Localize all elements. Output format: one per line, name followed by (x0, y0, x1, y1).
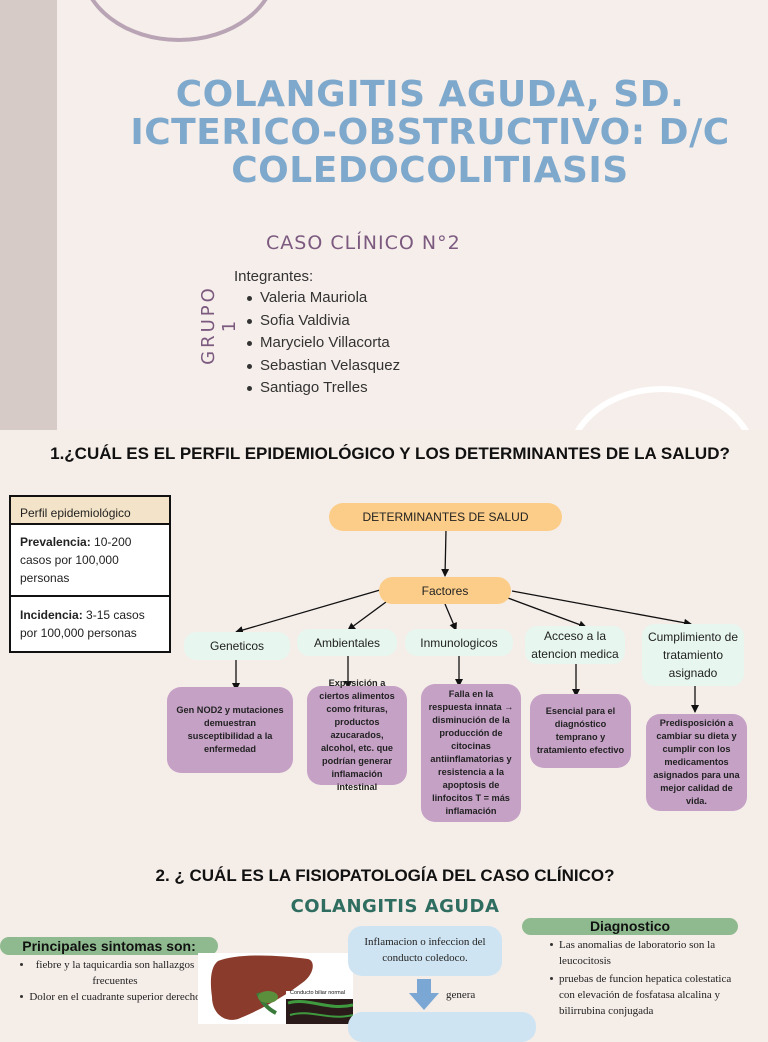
symptom-item: Dolor en el cuadrante superior derecho (20, 989, 210, 1005)
decorative-ring-bottom-right (566, 386, 758, 430)
diagnosis-header: Diagnostico (522, 918, 738, 935)
epi-prevalence-row: Prevalencia: 10-200 casos por 100,000 pe… (11, 525, 169, 597)
symptoms-list: fiebre y la taquicardia son hallazgos fr… (20, 957, 210, 1005)
decorative-ring-top (80, 0, 278, 42)
member-item: Santiago Trelles (246, 379, 400, 402)
epi-incidence-row: Incidencia: 3-15 casos por 100,000 perso… (11, 597, 169, 651)
detail-inmunologicos: Falla en la respuesta innata → disminuci… (421, 684, 521, 822)
category-acceso-atencion: Acceso a la atencion medica (525, 626, 625, 664)
subtitle-colangitis: COLANGITIS AGUDA (290, 896, 500, 917)
arrow-factores-geneticos (235, 589, 381, 634)
determinants-root-node: DETERMINANTES DE SALUD (329, 503, 562, 531)
down-arrow-icon (409, 979, 439, 1010)
diagnosis-item: Las anomalias de laboratorio son la leuc… (550, 937, 749, 969)
category-ambientales: Ambientales (297, 629, 397, 656)
cover-section: COLANGITIS AGUDA, SD. ICTERICO-OBSTRUCTI… (0, 0, 768, 430)
detail-ambientales: Exposición a ciertos alimentos como frit… (307, 678, 407, 792)
diagnosis-item: pruebas de funcion hepatica colestatica … (550, 971, 749, 1019)
group-label: GRUPO 1 (198, 285, 240, 365)
category-cumplimiento-tratamiento: Cumplimiento de tratamiento asignado (642, 624, 744, 686)
flow-box-inflamacion: Inflamacion o infeccion del conducto col… (348, 926, 502, 976)
members-label: Integrantes: (234, 268, 314, 285)
category-geneticos: Geneticos (184, 632, 290, 660)
flow-connector-label: genera (446, 989, 476, 1001)
incidence-value: 3-15 casos por 100,000 personas (20, 608, 145, 640)
question-2-heading: 2. ¿ CUÁL ES LA FISIOPATOLOGÍA DEL CASO … (155, 866, 615, 885)
symptom-item: fiebre y la taquicardia son hallazgos fr… (20, 957, 210, 989)
arrow-factores-inmunologicos (444, 603, 457, 631)
arrow-factores-ambientales (347, 601, 387, 631)
factores-node: Factores (379, 577, 511, 604)
diagnosis-list: Las anomalias de laboratorio son la leuc… (550, 937, 749, 1021)
liver-caption: Conducto biliar normal (290, 990, 346, 996)
incidence-label: Incidencia: (20, 608, 83, 622)
prevalence-value: 10-200 casos por 100,000 personas (20, 535, 132, 585)
detail-cumplimiento: Predisposición a cambiar su dieta y cump… (646, 714, 747, 811)
epi-table-header: Perfil epidemiológico (11, 497, 169, 525)
detail-acceso-atencion: Esencial para el diagnóstico temprano y … (530, 694, 631, 768)
arrow-root-factores (441, 529, 450, 577)
prevalence-label: Prevalencia: (20, 535, 91, 549)
detail-geneticos: Gen NOD2 y mutaciones demuestran suscept… (167, 687, 293, 773)
member-item: Marycielo Villacorta (246, 334, 400, 357)
members-list: Valeria Mauriola Sofia Valdivia Maryciel… (246, 289, 400, 402)
category-inmunologicos: Inmunologicos (405, 629, 513, 656)
arrow-factores-cumplimiento (511, 590, 692, 627)
decorative-side-strip (0, 0, 57, 430)
question-1-heading: 1.¿CUÁL ES EL PERFIL EPIDEMIOLÓGICO Y LO… (50, 444, 730, 463)
flow-box-next (348, 1012, 536, 1042)
member-item: Sebastian Velasquez (246, 357, 400, 380)
page-title: COLANGITIS AGUDA, SD. ICTERICO-OBSTRUCTI… (130, 74, 730, 191)
member-item: Valeria Mauriola (246, 289, 400, 312)
case-number: CASO CLÍNICO N°2 (266, 232, 461, 254)
liver-illustration: Conducto biliar normal (198, 953, 353, 1024)
symptoms-header: Principales sintomas son: (0, 937, 218, 955)
member-item: Sofia Valdivia (246, 312, 400, 335)
epidemiological-profile-table: Perfil epidemiológico Prevalencia: 10-20… (9, 495, 171, 653)
liver-image (210, 955, 353, 1024)
arrow-factores-acceso (507, 597, 587, 629)
